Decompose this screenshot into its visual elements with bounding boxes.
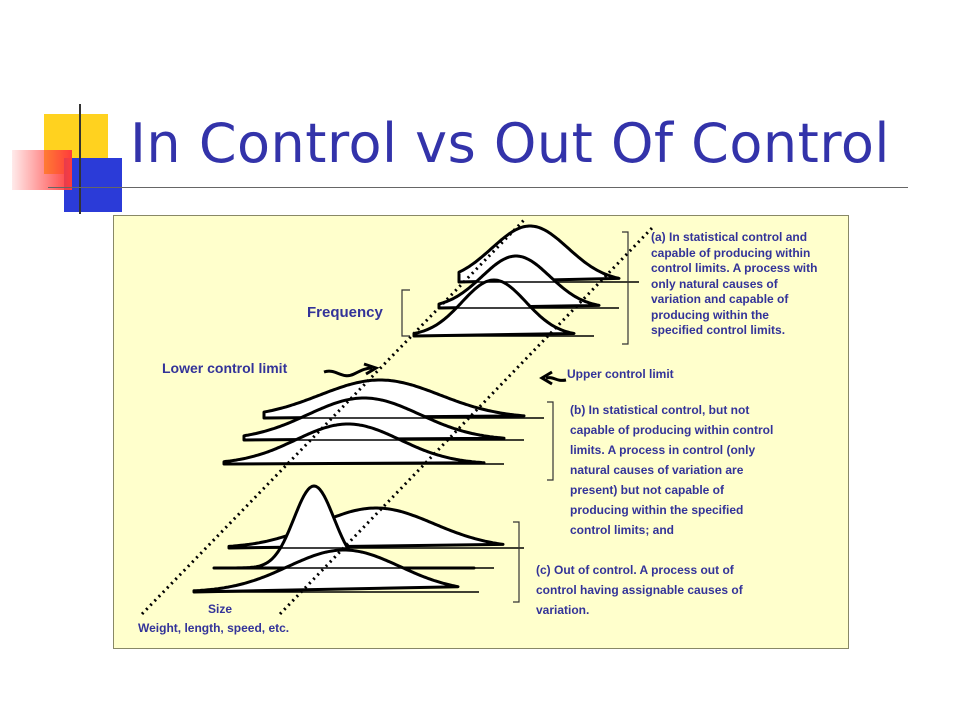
frequency-bracket <box>401 289 410 337</box>
bell-curve-7 <box>227 506 505 550</box>
lower-control-limit-line <box>140 218 526 616</box>
distribution-diagram <box>140 218 654 616</box>
size-label: Size <box>208 602 233 616</box>
upper-control-limit-label: Upper control limit <box>567 367 674 381</box>
decor-blue-square <box>64 158 122 212</box>
caption-c: (c) Out of control. A process out of con… <box>536 563 743 617</box>
lower-limit-arrowhead <box>363 362 380 376</box>
decor-red-square <box>12 150 72 190</box>
frequency-label: Frequency <box>307 304 383 321</box>
lower-limit-arrow <box>323 366 373 378</box>
slide-title: In Control vs Out Of Control <box>130 112 890 175</box>
size-units-label: Weight, length, speed, etc. <box>138 621 290 635</box>
decor-horizontal-line <box>48 187 908 188</box>
bracket-b <box>547 401 554 481</box>
bell-curve-9 <box>192 548 460 594</box>
lower-control-limit-label: Lower control limit <box>162 360 288 376</box>
upper-limit-arrowhead <box>539 370 553 386</box>
bell-curve-5 <box>242 396 506 442</box>
control-chart-panel: Frequency Lower control limit Upper cont… <box>113 215 849 649</box>
caption-b: (b) In statistical control, but not capa… <box>570 403 774 537</box>
bracket-c <box>513 521 520 603</box>
caption-a: (a) In statistical control and capable o… <box>651 230 818 337</box>
bell-curve-6 <box>222 422 486 466</box>
bracket-a <box>622 231 629 345</box>
upper-limit-arrow <box>545 376 567 382</box>
decor-vertical-line <box>79 104 81 214</box>
